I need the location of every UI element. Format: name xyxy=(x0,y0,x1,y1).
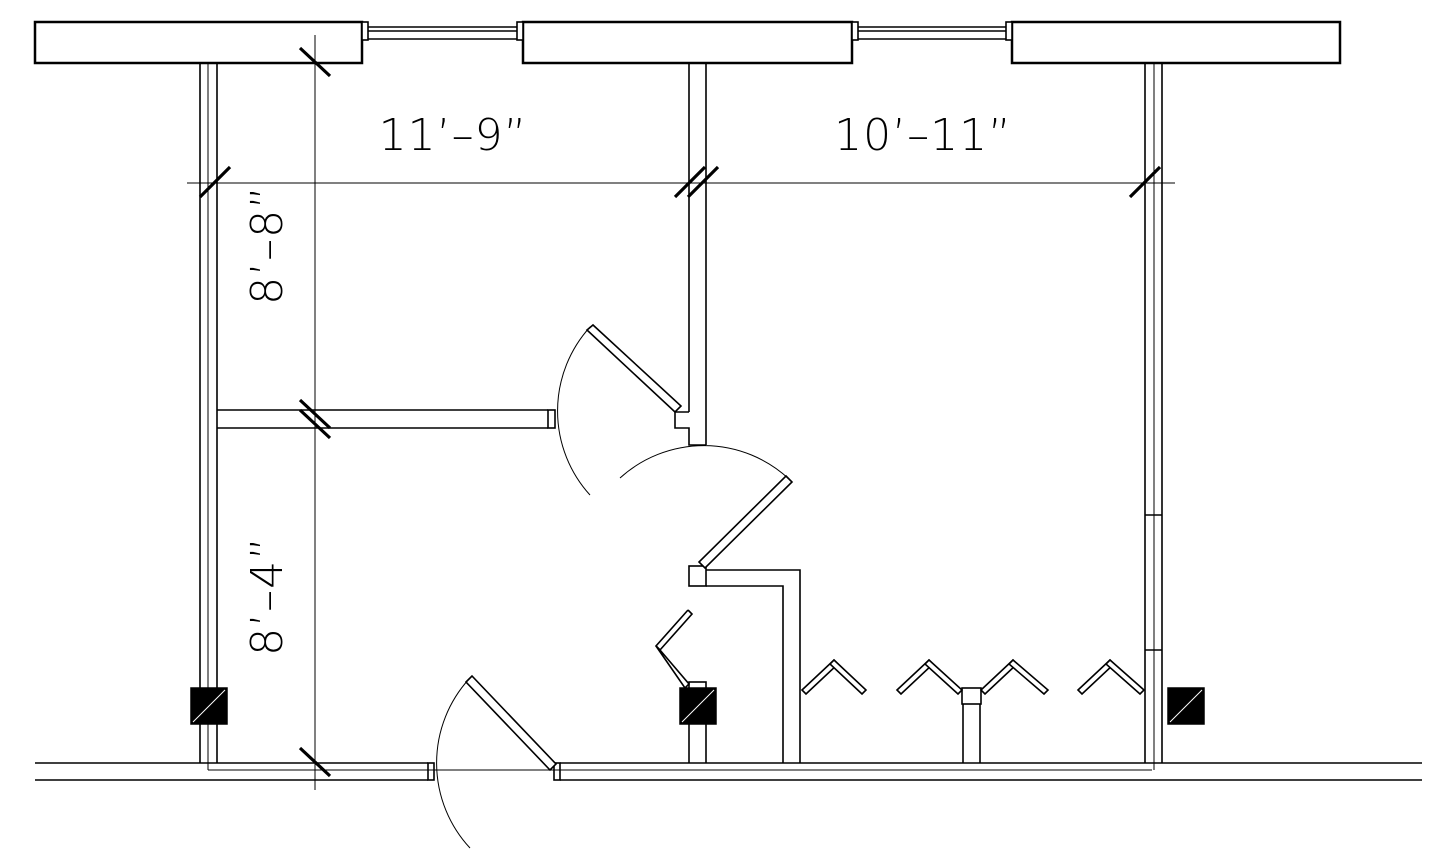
wall-segment xyxy=(33,20,364,65)
wall-segment xyxy=(521,20,854,65)
top-exterior-wall xyxy=(33,20,1342,65)
window-1 xyxy=(361,21,524,41)
dimension-tick xyxy=(686,165,720,199)
door-bifold-closet xyxy=(654,609,694,690)
door-bifold-1 xyxy=(800,658,868,696)
door-bifold-2 xyxy=(895,658,964,696)
dimension-labels: 11’–9” 10’–11” 8’–8” 8’–4” xyxy=(242,110,1012,656)
bottom-exterior-wall xyxy=(35,762,1422,781)
dimension-tick xyxy=(673,165,707,199)
window-2 xyxy=(851,21,1013,41)
door-center xyxy=(619,445,794,570)
dimension-tick xyxy=(1128,165,1162,199)
column-right xyxy=(1167,687,1205,725)
door-upper-room xyxy=(557,323,683,496)
columns xyxy=(190,687,1205,725)
doors xyxy=(436,323,1146,849)
dimension-label-top-right: 10’–11” xyxy=(834,110,1012,161)
column-center xyxy=(679,687,717,725)
dimension-tick xyxy=(298,398,332,430)
dimension-tick xyxy=(298,408,332,440)
dimension-tick xyxy=(198,165,232,199)
wall-segment xyxy=(1010,20,1342,65)
dimension-label-top-left: 11’–9” xyxy=(379,110,528,161)
column-left xyxy=(190,687,228,725)
dimension-label-left-upper: 8’–8” xyxy=(242,185,293,305)
door-entry xyxy=(436,674,558,849)
dimension-lines xyxy=(187,35,1175,790)
dimension-tick xyxy=(298,46,332,78)
door-bifold-3 xyxy=(979,658,1050,696)
door-bifold-4 xyxy=(1076,658,1146,696)
dimension-tick xyxy=(298,746,332,778)
dimension-label-left-lower: 8’–4” xyxy=(242,536,293,656)
